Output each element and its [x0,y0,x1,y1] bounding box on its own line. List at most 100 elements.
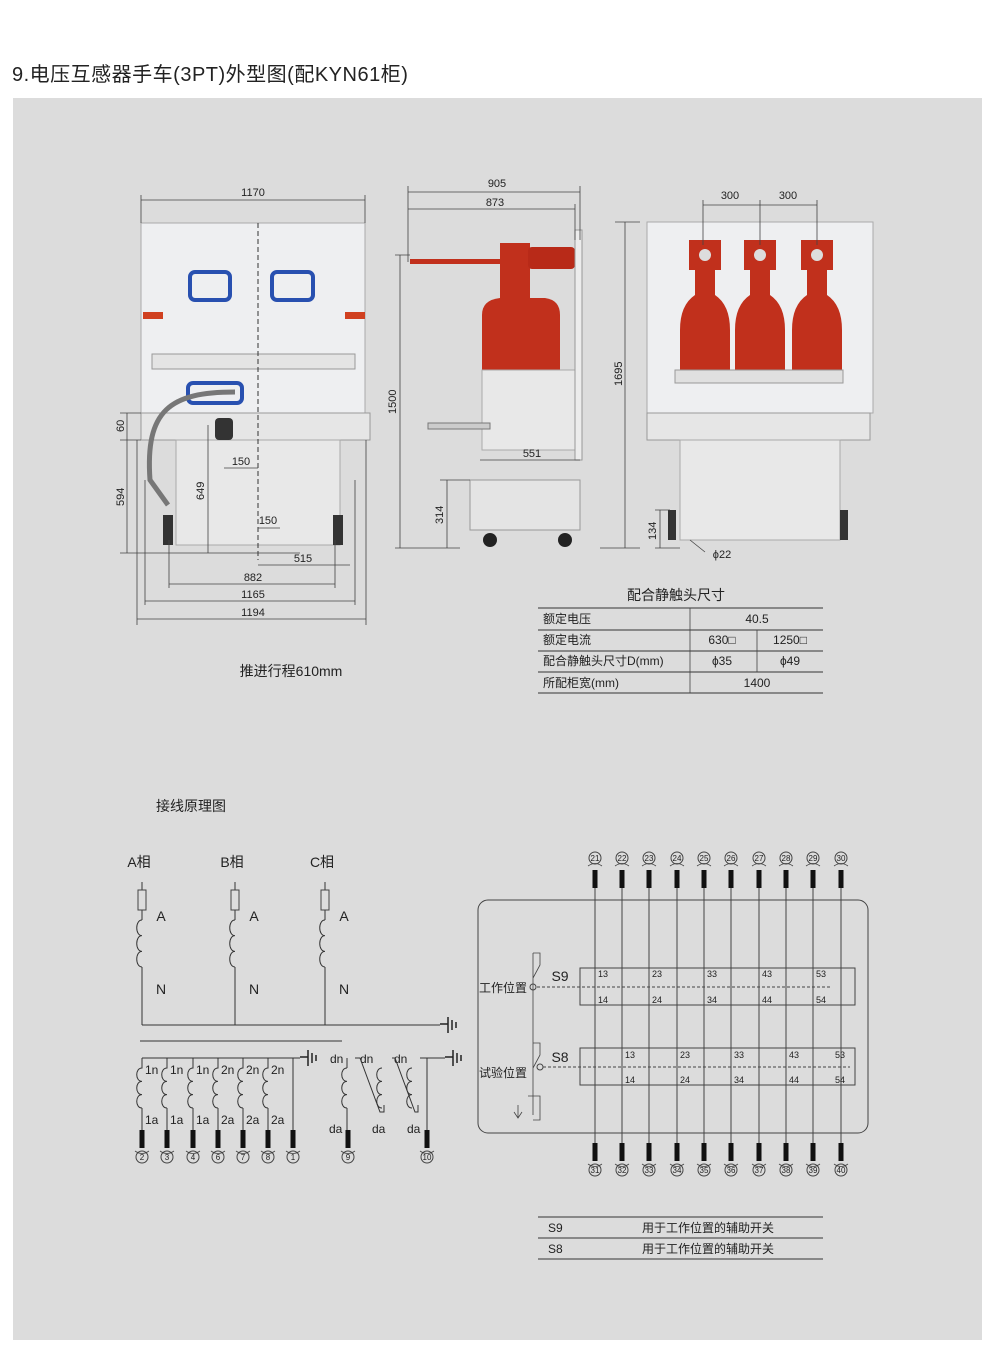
terminal-circle [752,1163,766,1177]
contact-table-value: 1400 [744,676,771,690]
legend-code: S8 [548,1242,563,1256]
s9-contact-upper: 13 [598,969,608,979]
terminal-block [783,870,789,888]
terminal-block [240,1130,246,1148]
terminal-circle [341,1150,355,1164]
dim-594: 594 [115,488,127,506]
terminal-block [646,1143,652,1161]
dim-1194: 1194 [241,607,265,619]
terminal-block [646,870,652,888]
terminal-circle [211,1150,225,1164]
ground-icon [445,1050,462,1066]
dim-150-upper: 150 [232,456,250,468]
dim-551: 551 [523,448,541,460]
bottom-terminal-label: 36 [727,1166,736,1175]
terminal-block [810,870,816,888]
dim-882: 882 [244,572,262,584]
bottom-terminal-label: 31 [591,1166,600,1175]
terminal-cup [260,1150,276,1154]
terminal-circle [779,1163,793,1177]
s9-contact-upper: 53 [816,969,826,979]
top-terminal-label: 30 [837,854,846,863]
top-terminal-label: 29 [809,854,818,863]
terminal-block [592,870,598,888]
dim-1695: 1695 [613,362,625,386]
terminal-block [215,1130,221,1148]
secondary-terminal-label: 3 [165,1153,170,1162]
phase-label: A相 [127,854,150,870]
terminal-block [674,1143,680,1161]
top-terminal-label: 26 [727,854,736,863]
s9-contact-lower: 34 [707,995,717,1005]
terminal-block [139,1130,145,1148]
secondary-terminal-label: 4 [191,1153,196,1162]
open-delta-a-label: da [407,1122,421,1136]
secondary-a-label: 2a [221,1113,235,1127]
fuse-icon [230,889,240,911]
top-terminal-label: 21 [591,854,600,863]
front-view: 1170 60 594 649 150 150 515 882 1165 119… [115,187,371,625]
terminal-circle [615,1163,629,1177]
terminal-block [619,870,625,888]
terminal-cup [419,1150,435,1154]
s8-contact-upper: 23 [680,1050,690,1060]
open-delta-n-label: dn [394,1052,407,1066]
contact-table-value: 1250□ [773,633,807,647]
bottom-terminal-label: 35 [700,1166,709,1175]
terminal-circle [420,1150,434,1164]
pt-terminal [754,249,766,261]
open-delta-coil-icon [406,1067,413,1109]
secondary-a-label: 2a [271,1113,285,1127]
ground-icon [440,1017,457,1033]
primary-terminal-a: A [339,908,349,924]
terminal-circle [588,851,602,865]
contact-table-value: ϕ49 [780,654,800,668]
terminal-circle [261,1150,275,1164]
terminal-cup [285,1150,301,1154]
open-delta-n-label: dn [330,1052,343,1066]
terminal-block [290,1130,296,1148]
s8-label: S8 [551,1049,568,1065]
primary-terminal-a: A [156,908,166,924]
secondary-coil-icon [262,1058,269,1130]
contact-table-title: 配合静触头尺寸 [627,587,725,603]
terminal-cup [641,1163,657,1167]
dim-60: 60 [115,420,127,432]
top-terminal-label: 25 [700,854,709,863]
pt-terminal [811,249,823,261]
dim-134: 134 [647,522,659,540]
dim-1500: 1500 [387,390,399,414]
terminal-circle [615,851,629,865]
s9-contact-lower: 14 [598,995,608,1005]
dim-314: 314 [434,506,446,524]
s8-contact-upper: 53 [835,1050,845,1060]
open-delta-coil-icon [376,1067,383,1109]
legend-description: 用于工作位置的辅助开关 [642,1241,774,1256]
secondary-terminal-label: 7 [241,1153,246,1162]
secondary-terminal-label: 2 [140,1153,145,1162]
terminal-cup [751,1163,767,1167]
terminal-circle [642,851,656,865]
pt-pole-body [680,270,730,370]
terminal-cup [614,1163,630,1167]
bottom-terminal-label: 34 [673,1166,682,1175]
fuse-icon [137,889,147,911]
s9-contact-upper: 33 [707,969,717,979]
contact-table-value: ϕ35 [712,654,732,668]
terminal-circle [670,851,684,865]
top-terminal-label: 27 [755,854,764,863]
top-terminal-label: 28 [782,854,791,863]
s8-contact-upper: 13 [625,1050,635,1060]
contact-table-value: 630□ [708,633,735,647]
terminal-cup [185,1150,201,1154]
terminal-block [756,870,762,888]
secondary-coil-icon [161,1058,168,1130]
primary-coil-icon [319,919,326,968]
dim-1170: 1170 [241,187,265,199]
page-title: 9.电压互感器手车(3PT)外型图(配KYN61柜) [12,64,409,86]
terminal-cup [669,1163,685,1167]
secondary-n-label: 2n [221,1063,234,1077]
dim-phi22: ϕ22 [713,549,731,561]
open-delta-a-label: da [329,1122,343,1136]
